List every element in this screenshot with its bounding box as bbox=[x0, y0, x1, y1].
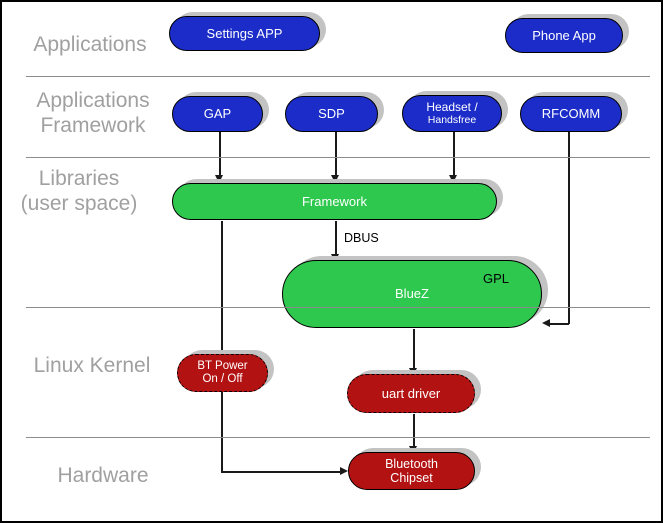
layer-label-line: (user space) bbox=[20, 192, 138, 215]
edge-gap-framework bbox=[219, 132, 221, 178]
node-phone-app: Phone App bbox=[505, 18, 623, 53]
arrowhead-framework-bluez bbox=[331, 254, 339, 262]
edge-rfcomm-bluez-horizontal bbox=[550, 323, 569, 325]
node-label: Bluetooth bbox=[385, 457, 438, 471]
node-label: Settings APP bbox=[206, 25, 283, 41]
layer-label-line: Applications bbox=[36, 89, 150, 112]
node-label: BlueZ bbox=[395, 286, 429, 301]
node-label: RFCOMM bbox=[541, 106, 601, 121]
arrowhead-uart-chipset bbox=[409, 446, 417, 454]
node-settings-app: Settings APP bbox=[169, 16, 320, 51]
node-headset-handsfree: Headset / Handsfree bbox=[402, 95, 502, 132]
node-label: BT Power bbox=[197, 360, 248, 372]
arrowhead-sdp-framework bbox=[331, 175, 339, 183]
divider-linux-kernel bbox=[26, 437, 650, 438]
edge-uart-chipset bbox=[413, 414, 415, 448]
layer-label-line: Applications bbox=[33, 33, 147, 56]
node-rfcomm: RFCOMM bbox=[520, 96, 622, 132]
node-label: uart driver bbox=[381, 385, 441, 401]
gpl-badge: GPL bbox=[482, 271, 509, 286]
edge-label-dbus: DBUS bbox=[344, 231, 379, 245]
edge-framework-chipset-horizontal bbox=[221, 471, 342, 473]
layer-label-hardware: Hardware bbox=[46, 463, 160, 488]
node-label: Headset / bbox=[426, 100, 478, 114]
layer-label-applications-framework: Applications Framework bbox=[22, 88, 164, 138]
arrowhead-gap-framework bbox=[215, 175, 223, 183]
node-label: Handsfree bbox=[427, 114, 477, 126]
divider-applications bbox=[26, 76, 650, 77]
arrowhead-bluez-uart bbox=[409, 368, 417, 376]
node-label: Phone App bbox=[532, 27, 596, 43]
edge-framework-chipset-vertical bbox=[221, 221, 223, 472]
node-label: GAP bbox=[203, 106, 232, 121]
node-bluez: GPL BlueZ bbox=[282, 260, 542, 328]
arrowhead-framework-chipset bbox=[340, 467, 348, 475]
node-label: On / Off bbox=[202, 373, 243, 385]
arrowhead-rfcomm-bluez bbox=[542, 319, 550, 327]
layer-label-line: Framework bbox=[40, 114, 146, 137]
node-label: Framework bbox=[301, 193, 367, 209]
layer-label-libraries-user-space: Libraries (user space) bbox=[18, 166, 140, 216]
node-bt-power: BT Power On / Off bbox=[177, 354, 268, 392]
node-gap: GAP bbox=[172, 96, 263, 132]
divider-libraries bbox=[26, 307, 650, 308]
layer-label-linux-kernel: Linux Kernel bbox=[26, 353, 158, 378]
node-bluetooth-chipset: Bluetooth Chipset bbox=[348, 452, 475, 490]
divider-app-framework bbox=[26, 157, 650, 158]
node-label: SDP bbox=[318, 106, 345, 121]
layer-label-applications: Applications bbox=[26, 32, 154, 57]
layer-label-line: Libraries bbox=[38, 167, 120, 190]
node-uart-driver: uart driver bbox=[347, 374, 475, 413]
arrowhead-headset-framework bbox=[449, 175, 457, 183]
layer-label-line: Hardware bbox=[57, 464, 149, 487]
node-label: Chipset bbox=[390, 471, 433, 485]
edge-bluez-uart bbox=[413, 329, 415, 371]
node-framework: Framework bbox=[172, 183, 497, 220]
edge-framework-bluez bbox=[335, 221, 337, 257]
layer-label-line: Linux Kernel bbox=[33, 354, 151, 377]
edge-sdp-framework bbox=[335, 132, 337, 178]
edge-headset-framework bbox=[453, 132, 455, 178]
edge-rfcomm-bluez-vertical bbox=[568, 132, 570, 324]
node-sdp: SDP bbox=[285, 96, 378, 132]
